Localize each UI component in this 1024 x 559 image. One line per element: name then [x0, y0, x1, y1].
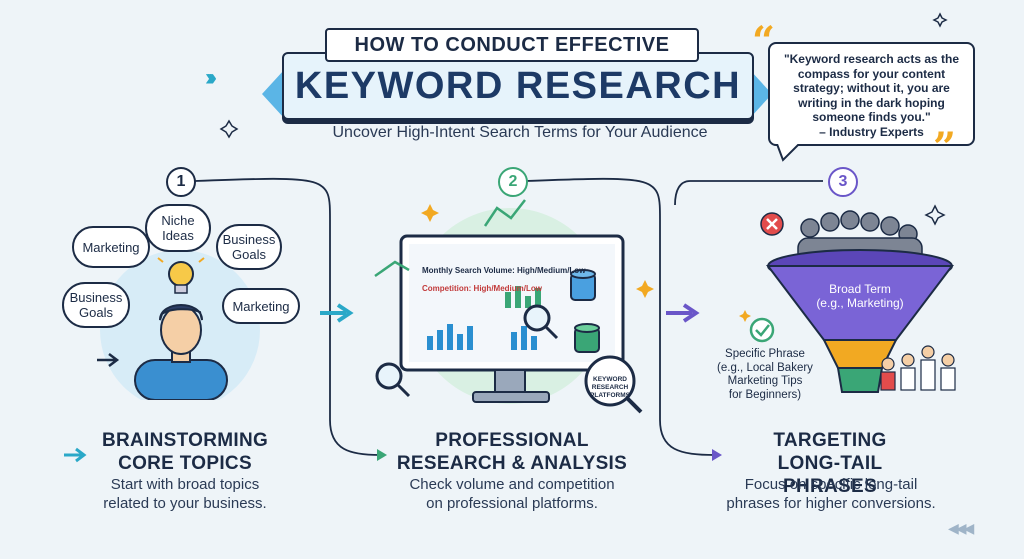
- step-2-description: Check volume and competition on professi…: [392, 475, 632, 513]
- cloud-label: Marketing: [82, 239, 140, 255]
- funnel-broad-label: Broad Term (e.g., Marketing): [790, 282, 930, 310]
- monitor-competition-text: Competition: High/Medium/Low: [422, 284, 542, 293]
- thought-cloud: Business Goals: [216, 224, 282, 270]
- step-1-title-line2: CORE TOPICS: [118, 453, 252, 474]
- step-1-title: BRAINSTORMING CORE TOPICS: [95, 429, 275, 475]
- arrow-right-icon: [64, 447, 87, 463]
- cloud-label: Niche Ideas: [161, 213, 195, 243]
- ribbon-left-tail: [262, 70, 284, 118]
- cloud-label: Marketing: [232, 298, 290, 314]
- arrow-right-icon: [320, 303, 354, 323]
- step-3-title-line2: LONG-TAIL PHRASES: [777, 453, 883, 497]
- step-1-number: 1: [166, 167, 196, 197]
- step-2-desc-line2: on professional platforms.: [426, 495, 598, 512]
- person-icon: [134, 304, 228, 400]
- step-2-number: 2: [498, 167, 528, 197]
- main-title-banner: KEYWORD RESEARCH: [282, 52, 754, 120]
- database-icon: [570, 269, 600, 353]
- specific-line4: for Beginners): [728, 388, 802, 401]
- step-1-desc-line2: related to your business.: [103, 495, 267, 512]
- main-title: KEYWORD RESEARCH: [294, 65, 742, 107]
- step-3-desc-line1: Focus on specific long-tail: [744, 476, 918, 493]
- step-2-title: PROFESSIONAL RESEARCH & ANALYSIS: [392, 429, 632, 475]
- step-2-desc-line1: Check volume and competition: [409, 476, 615, 493]
- quote-text: "Keyword research acts as the compass fo…: [783, 52, 960, 124]
- brainstorm-illustration: [100, 246, 260, 400]
- arrow-right-icon: [666, 303, 700, 323]
- thought-cloud: Marketing: [72, 226, 150, 268]
- thought-cloud: Marketing: [222, 288, 300, 324]
- magnifier-icon: [375, 304, 559, 398]
- chevrons-right-icon: ›››: [205, 64, 217, 91]
- step-3-desc-line2: phrases for higher conversions.: [726, 495, 936, 512]
- specific-line3: Marketing Tips: [727, 375, 803, 387]
- quote-box: "Keyword research acts as the compass fo…: [768, 42, 975, 146]
- step-2-title-line1: PROFESSIONAL: [435, 430, 589, 451]
- step-1-description: Start with broad topics related to your …: [80, 475, 290, 513]
- funnel-illustration: [749, 210, 956, 393]
- step-1-title-line1: BRAINSTORMING: [101, 430, 269, 451]
- speech-tail: [776, 144, 800, 162]
- specific-line2: (e.g., Local Bakery: [717, 361, 813, 374]
- monitor-volume-text: Monthly Search Volume: High/Medium/Low: [422, 266, 586, 275]
- cloud-label: Business Goals: [69, 290, 123, 320]
- cloud-label: Business Goals: [222, 232, 276, 262]
- step-3-title: TARGETING LONG-TAIL PHRASES: [730, 429, 930, 498]
- specific-phrase-label: Specific Phrase (e.g., Local Bakery Mark…: [710, 348, 820, 402]
- platform-badge-text: KEYWORD RESEARCH PLATFORMS: [590, 376, 630, 399]
- monitor-illustration: [374, 199, 643, 414]
- ribbon-right-tail: [750, 70, 772, 118]
- step-2-title-line2: RESEARCH & ANALYSIS: [396, 453, 628, 474]
- quote-attribution: – Industry Experts: [819, 124, 924, 139]
- thought-cloud: Business Goals: [62, 282, 130, 328]
- step-3-description: Focus on specific long-tail phrases for …: [714, 475, 948, 513]
- funnel-broad-line2: (e.g., Marketing): [816, 296, 904, 310]
- step-1-desc-line1: Start with broad topics: [110, 476, 260, 493]
- thought-cloud: Niche Ideas: [145, 204, 211, 252]
- step-3-title-line1: TARGETING: [773, 430, 887, 451]
- close-quote-icon: ”: [933, 124, 957, 171]
- funnel-broad-line1: Broad Term: [829, 282, 891, 296]
- rewind-icon: ◀◀◀: [948, 520, 974, 536]
- subtitle: Uncover High-Intent Search Terms for You…: [332, 124, 708, 141]
- specific-line1: Specific Phrase: [725, 348, 805, 360]
- arrow-right-icon: [97, 353, 120, 367]
- step-3-number: 3: [828, 167, 858, 197]
- top-title: HOW TO CONDUCT EFFECTIVE: [354, 34, 670, 56]
- top-title-banner: HOW TO CONDUCT EFFECTIVE: [325, 28, 699, 62]
